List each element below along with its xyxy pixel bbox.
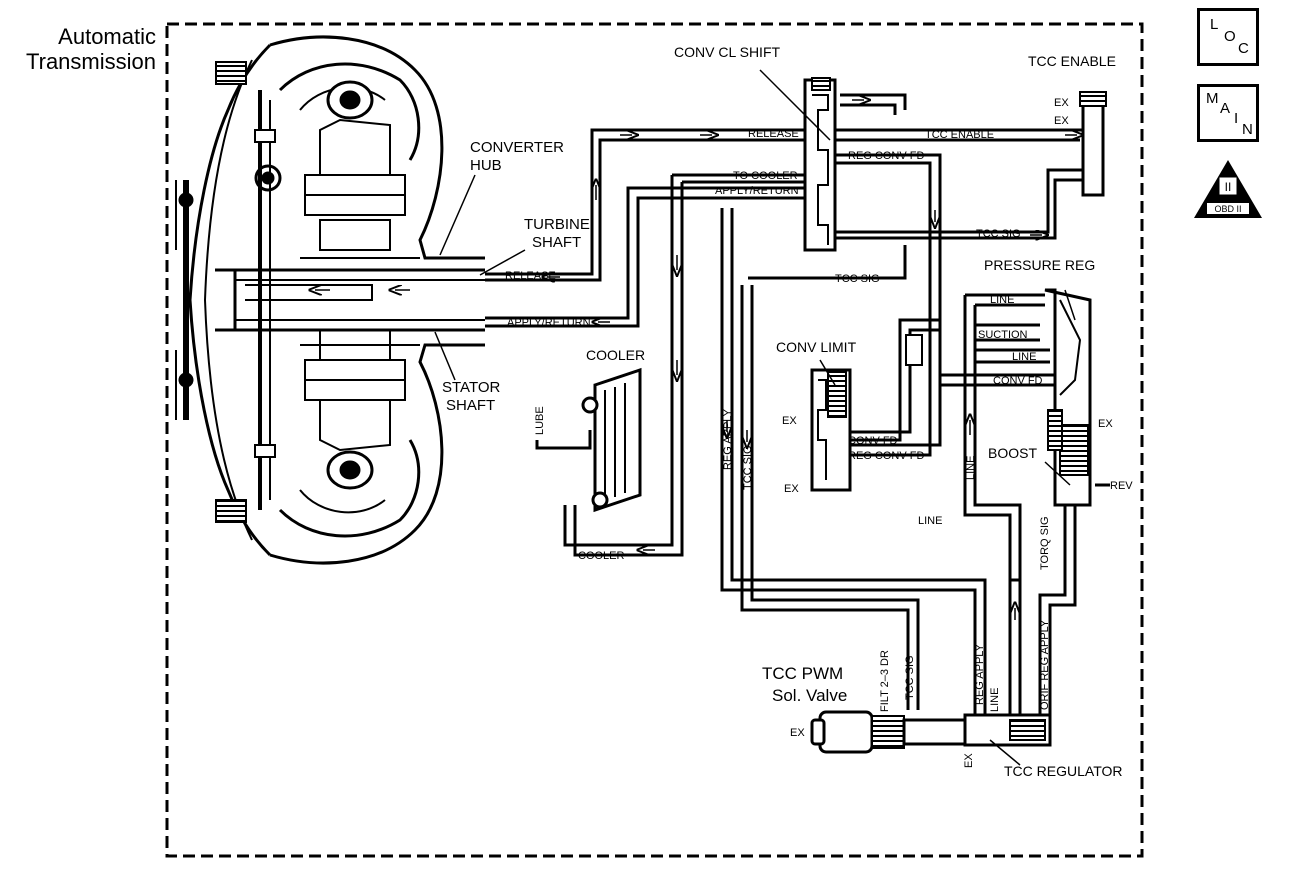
- line-label-3: LINE: [918, 515, 942, 527]
- cooler-title-label: COOLER: [586, 347, 645, 363]
- line-label-1: LINE: [990, 294, 1014, 306]
- line-label-2: LINE: [1012, 351, 1036, 363]
- loc-letter-l: L: [1210, 16, 1219, 33]
- tcc-regulator-valve: [963, 713, 1052, 747]
- release-left-label: RELEASE: [505, 270, 556, 282]
- rev-label: REV: [1110, 480, 1133, 492]
- torq-sig-label: TORQ SIG: [1039, 516, 1051, 570]
- main-letter-m: M: [1206, 90, 1219, 107]
- boost-label: BOOST: [988, 445, 1037, 461]
- tcc-enable-title: TCC ENABLE: [1028, 53, 1116, 69]
- ex-label-2: EX: [1054, 115, 1069, 127]
- main-button[interactable]: M A I N: [1197, 84, 1259, 142]
- diagram-border: [165, 22, 1144, 858]
- title-line-1: Automatic: [58, 24, 156, 49]
- reg-apply-vertical-label: REG APPLY: [722, 408, 734, 470]
- tcc-pwm-label-2: Sol. Valve: [772, 686, 847, 705]
- conv-fd-limit-label: CONV FD: [848, 435, 898, 447]
- obd-text: OBD II: [1214, 204, 1241, 214]
- converter-hub-label-1: CONVERTER: [470, 139, 564, 156]
- conv-fd-right-label: CONV FD: [993, 375, 1043, 387]
- turbine-shaft-label-2: SHAFT: [532, 234, 581, 251]
- tcc-regulator-label: TCC REGULATOR: [1004, 763, 1123, 779]
- line-vertical-label: LINE: [965, 456, 977, 480]
- ex-conv-limit-label-1: EX: [782, 415, 797, 427]
- to-cooler-label: TO COOLER: [733, 170, 798, 182]
- loc-button[interactable]: L O C: [1197, 8, 1259, 66]
- tcc-pwm-label-1: TCC PWM: [762, 664, 843, 683]
- loc-letter-c: C: [1238, 40, 1249, 57]
- title-line-2: Transmission: [26, 49, 156, 74]
- ex-conv-limit-label-2: EX: [784, 483, 799, 495]
- apply-return-top-label: APPLY/RETURN: [715, 185, 799, 197]
- ex-pressure-reg-label: EX: [1098, 418, 1113, 430]
- tcc-sig-vertical-label: TCC SIG: [742, 445, 754, 490]
- pressure-reg-label: PRESSURE REG: [984, 257, 1095, 273]
- main-letter-a: A: [1220, 100, 1231, 117]
- ex-label-1: EX: [1054, 97, 1069, 109]
- filt-2-3-dr-label: FILT 2–3 DR: [879, 650, 891, 712]
- converter-hub-label-2: HUB: [470, 157, 502, 174]
- lube-label: LUBE: [534, 406, 546, 435]
- suction-label: SUCTION: [978, 329, 1028, 341]
- tcc-sig-pwm-label: TCC SIG: [904, 655, 916, 700]
- conv-cl-shift-valve: [803, 77, 837, 252]
- ex-pwm-label: EX: [790, 727, 805, 739]
- tcc-enable-line-label: TCC ENABLE: [925, 129, 994, 141]
- tcc-pwm-solenoid: [810, 710, 986, 754]
- ex-regulator-label: EX: [963, 753, 975, 768]
- pressure-regulator-valve: [1044, 288, 1092, 507]
- main-letter-n: N: [1242, 121, 1253, 138]
- reg-conv-fd-limit-label: REG CONV FD: [848, 450, 924, 462]
- stator-shaft-label-2: SHAFT: [446, 397, 495, 414]
- reg-conv-fd-top-label: REG CONV FD: [848, 150, 924, 162]
- turbine-shaft-label-1: TURBINE: [524, 216, 590, 233]
- main-letter-i: I: [1234, 110, 1239, 127]
- tcc-enable-solenoid: [1079, 91, 1107, 197]
- stator-shaft-label-1: STATOR: [442, 379, 501, 396]
- loc-letter-o: O: [1224, 28, 1236, 45]
- page-title: Automatic Transmission: [20, 24, 156, 74]
- orif-reg-apply-label: ORIF REG APPLY: [1039, 619, 1051, 710]
- line-regulator-label: LINE: [989, 688, 1001, 712]
- obd-ii-button[interactable]: II OBD II: [1194, 160, 1262, 218]
- reg-apply-regulator-label: REG APPLY: [974, 643, 986, 705]
- apply-return-left-label: APPLY/RETURN: [507, 317, 591, 329]
- tcc-sig-right-label: TCC SIG: [976, 228, 1021, 240]
- tcc-sig-mid-label: TCC SIG: [835, 273, 880, 285]
- conv-limit-label: CONV LIMIT: [776, 339, 857, 355]
- cooler-unit: [581, 367, 642, 513]
- torque-converter: [175, 35, 485, 565]
- obd-numeral: II: [1225, 180, 1232, 194]
- conv-cl-shift-label: CONV CL SHIFT: [674, 44, 780, 60]
- cooler-line-label: COOLER: [578, 550, 625, 562]
- release-top-label: RELEASE: [748, 128, 799, 140]
- conv-limit-valve: [810, 368, 852, 492]
